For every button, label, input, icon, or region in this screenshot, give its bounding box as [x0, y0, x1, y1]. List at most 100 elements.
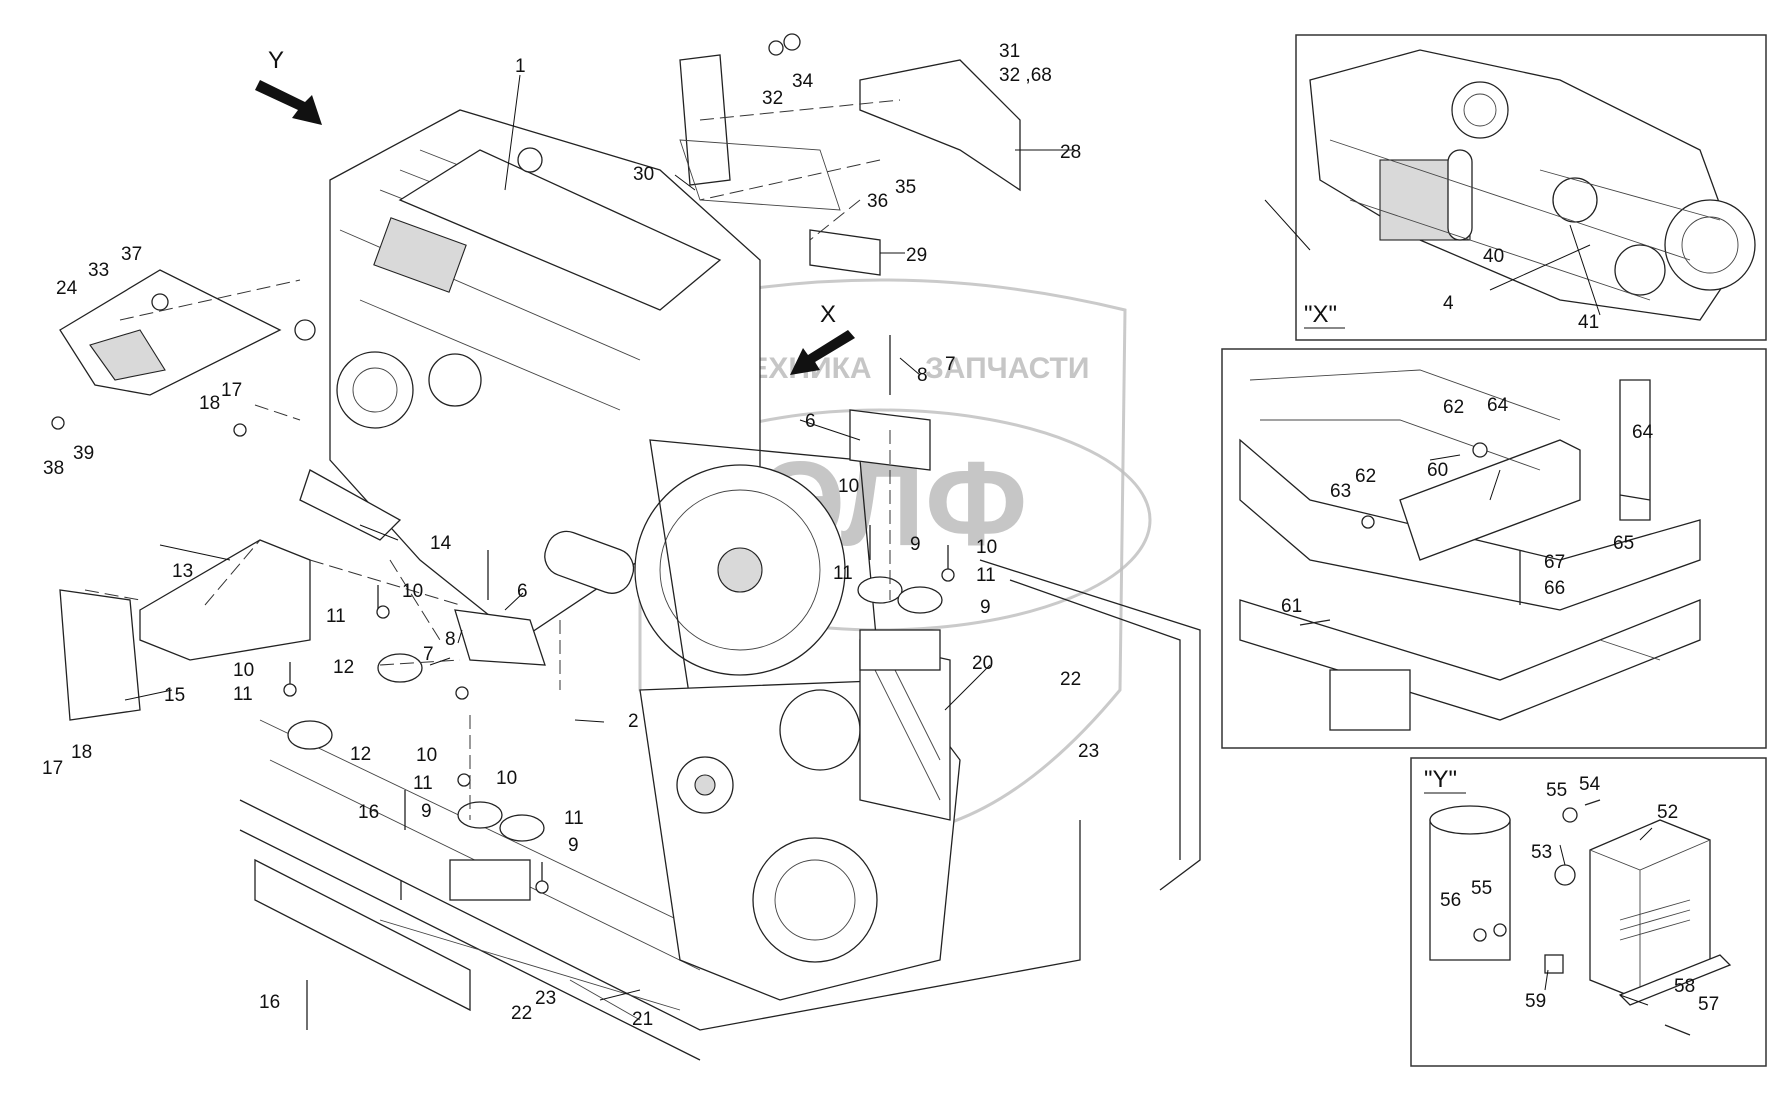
callout-62b: 62	[1355, 466, 1376, 487]
callout-22a: 22	[1060, 669, 1081, 690]
callout-10c: 10	[402, 581, 423, 602]
view-arrow-y: Y	[255, 47, 322, 125]
callout-11a: 11	[833, 563, 853, 584]
callout-32-68: 32 ,68	[999, 65, 1052, 86]
callout-11c: 11	[326, 606, 346, 627]
callout-11e: 11	[413, 773, 433, 794]
callout-53: 53	[1531, 842, 1552, 863]
callout-59: 59	[1525, 991, 1546, 1012]
inset-y-caption: "Y"	[1424, 766, 1457, 793]
turbocharger	[336, 351, 414, 429]
inset-frame-mount	[1221, 348, 1767, 749]
callout-2: 2	[628, 711, 639, 732]
callout-10e: 10	[416, 745, 437, 766]
callout-10b: 10	[976, 537, 997, 558]
callout-54: 54	[1579, 774, 1601, 795]
view-arrow-x: X	[790, 301, 855, 375]
callout-61: 61	[1281, 596, 1302, 617]
callout-11f: 11	[564, 808, 584, 829]
shield-13	[139, 539, 311, 661]
callout-64b: 64	[1632, 422, 1654, 443]
callout-52: 52	[1657, 802, 1678, 823]
callout-57: 57	[1698, 994, 1719, 1015]
callout-12b: 12	[350, 744, 371, 765]
inset-x-caption: "X"	[1304, 301, 1337, 328]
callout-66: 66	[1544, 578, 1565, 599]
callout-x-41: 41	[1578, 312, 1599, 333]
callout-12a: 12	[333, 657, 354, 678]
callout-34: 34	[792, 71, 814, 92]
callout-37: 37	[121, 244, 142, 265]
callout-6b: 6	[517, 581, 528, 602]
inset-y: "Y"	[1410, 757, 1767, 1067]
callout-15: 15	[164, 685, 185, 706]
callout-20: 20	[972, 653, 993, 674]
callout-36: 36	[867, 191, 888, 212]
part-labels: 1 2 6 6 7 7 8 8 9 9 9 9 10 10 10 10 10 1…	[42, 41, 1719, 1030]
callout-23a: 23	[1078, 741, 1099, 762]
callout-9b: 9	[980, 597, 991, 618]
callout-35: 35	[895, 177, 916, 198]
view-arrow-x-label: X	[820, 301, 836, 328]
callout-11b: 11	[976, 565, 996, 586]
callout-18b: 18	[71, 742, 92, 763]
callout-30: 30	[633, 164, 654, 185]
callout-9c: 9	[421, 801, 432, 822]
callout-7a: 7	[945, 354, 956, 375]
callout-17a: 17	[221, 380, 242, 401]
callout-16a: 16	[358, 802, 379, 823]
bracket-29	[809, 229, 881, 276]
callout-29: 29	[906, 245, 927, 266]
callout-58: 58	[1674, 976, 1695, 997]
main-assembly: Y X	[51, 33, 1521, 1061]
engine-mounts	[287, 576, 943, 901]
callout-10d: 10	[233, 660, 254, 681]
callout-10f: 10	[496, 768, 517, 789]
callout-31: 31	[999, 41, 1020, 62]
inset-x: "X"	[1295, 34, 1767, 341]
frame-rail-left	[239, 799, 1081, 1061]
callout-x-4: 4	[1443, 293, 1454, 314]
callout-16b: 16	[259, 992, 280, 1013]
callout-14: 14	[430, 533, 452, 554]
callout-17b: 17	[42, 758, 63, 779]
callout-13: 13	[172, 561, 193, 582]
heat-shield-24	[59, 269, 282, 396]
callout-60: 60	[1427, 460, 1448, 481]
callout-10a: 10	[838, 476, 859, 497]
cylinder-head-cover	[398, 149, 722, 311]
oil-filler-cap	[517, 147, 543, 173]
callout-8a: 8	[917, 365, 928, 386]
callout-64a: 64	[1487, 395, 1509, 416]
callout-62a: 62	[1443, 397, 1464, 418]
bracket-14	[299, 469, 402, 541]
callout-22b: 22	[511, 1003, 532, 1024]
leader-lines	[124, 74, 1653, 1006]
starter-motor	[544, 530, 635, 594]
callout-18a: 18	[199, 393, 220, 414]
assembly-lines	[84, 99, 901, 820]
cover-28	[859, 59, 1021, 192]
callout-9a: 9	[910, 534, 921, 555]
callout-65: 65	[1613, 533, 1634, 554]
shield-15	[59, 589, 141, 721]
callout-67: 67	[1544, 552, 1565, 573]
callout-63: 63	[1330, 481, 1351, 502]
callout-8b: 8	[445, 629, 456, 650]
callout-32a: 32	[762, 88, 783, 109]
callout-55a: 55	[1546, 780, 1567, 801]
callout-6a: 6	[805, 411, 816, 432]
callout-39: 39	[73, 443, 94, 464]
callout-24: 24	[56, 278, 78, 299]
callout-23b: 23	[535, 988, 556, 1009]
ecu	[373, 217, 467, 293]
callout-7b: 7	[423, 644, 434, 665]
callout-38: 38	[43, 458, 64, 479]
watermark-text-2: ЗАПЧАСТИ	[925, 352, 1089, 385]
view-arrow-y-label: Y	[268, 47, 284, 74]
callout-x-40: 40	[1483, 246, 1504, 267]
callout-9d: 9	[568, 835, 579, 856]
frame-rail-right	[979, 559, 1201, 891]
callout-55b: 55	[1471, 878, 1492, 899]
